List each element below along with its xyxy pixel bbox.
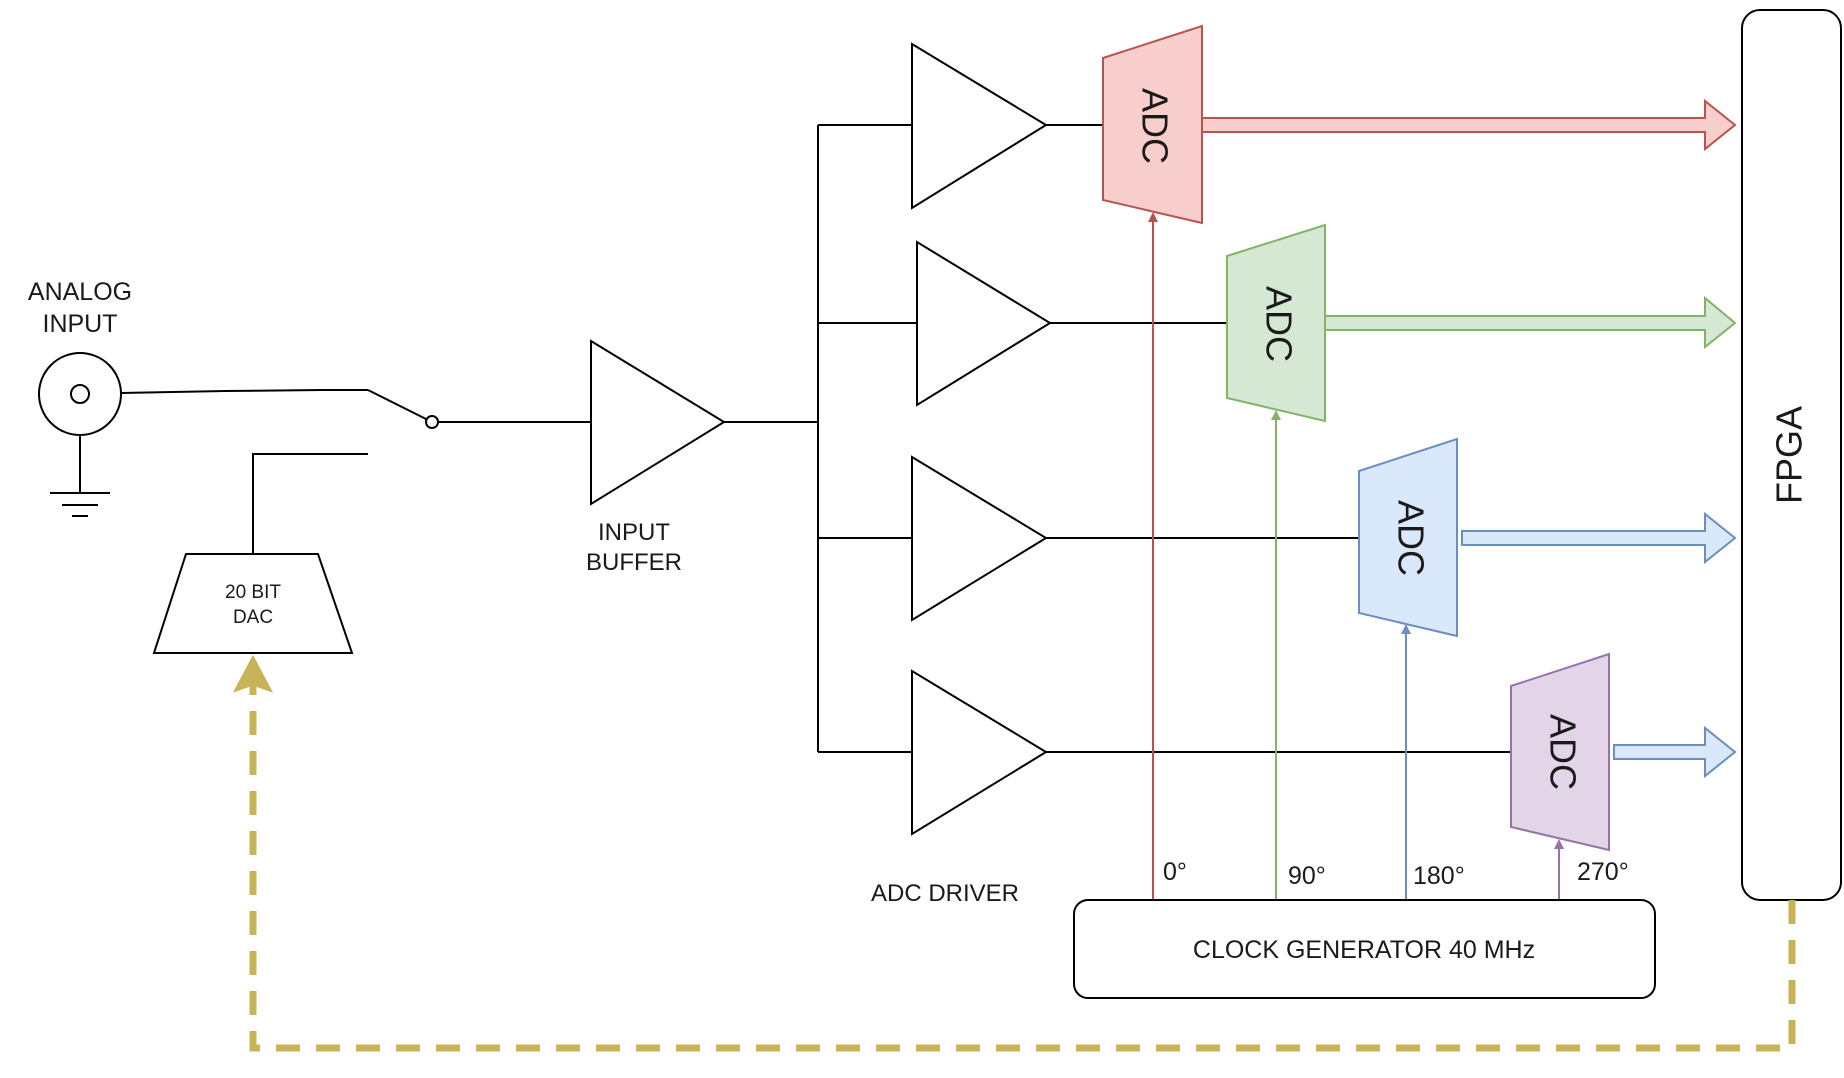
data-arrow-3: [1461, 511, 1737, 565]
input-buffer-label-line1: INPUT: [598, 519, 670, 546]
adc-3-label: ADC: [1390, 500, 1431, 576]
phase-label-90: 90°: [1288, 862, 1326, 890]
input-switch: [120, 389, 591, 570]
adc-driver-2: [916, 240, 1227, 407]
phase-label-270: 270°: [1577, 858, 1629, 886]
analog-input-label-line1: ANALOG: [28, 278, 132, 306]
dac-label-line1: 20 BIT: [225, 582, 281, 603]
adc-2: ADC: [1226, 223, 1326, 423]
ground-symbol: [50, 492, 110, 517]
fpga-label: FPGA: [1769, 406, 1810, 504]
adc-driver-4: [911, 669, 1511, 836]
input-buffer-amplifier: [590, 339, 726, 506]
adc-4-label: ADC: [1542, 714, 1583, 790]
adc-1: ADC: [1102, 24, 1203, 225]
dac-block: [152, 553, 354, 654]
dac-label-line2: DAC: [233, 607, 273, 628]
phase-label-0: 0°: [1163, 858, 1187, 886]
adc-4: ADC: [1510, 652, 1610, 852]
phase-label-180: 180°: [1413, 862, 1465, 890]
data-arrow-4: [1613, 725, 1737, 779]
distribution-bus: [724, 124, 917, 753]
adc-1-label: ADC: [1134, 88, 1175, 164]
feedback-arrowhead: [232, 654, 274, 693]
data-arrow-1: [1201, 98, 1737, 152]
clock-generator-label: CLOCK GENERATOR 40 MHz: [1193, 936, 1535, 964]
data-arrow-2: [1324, 295, 1737, 350]
feedback-path: [232, 654, 1796, 1052]
input-buffer-label-line2: BUFFER: [586, 549, 682, 576]
fpga-block: FPGA: [1741, 9, 1842, 901]
adc-driver-1: [911, 42, 1103, 210]
adc-driver-label: ADC DRIVER: [871, 880, 1019, 907]
adc-driver-3: [911, 455, 1359, 622]
adc-3: ADC: [1358, 437, 1458, 638]
analog-input-label-line2: INPUT: [43, 310, 118, 338]
clock-generator: CLOCK GENERATOR 40 MHz: [1073, 899, 1656, 999]
adc-2-label: ADC: [1258, 286, 1299, 362]
analog-input-connector: [38, 352, 122, 493]
